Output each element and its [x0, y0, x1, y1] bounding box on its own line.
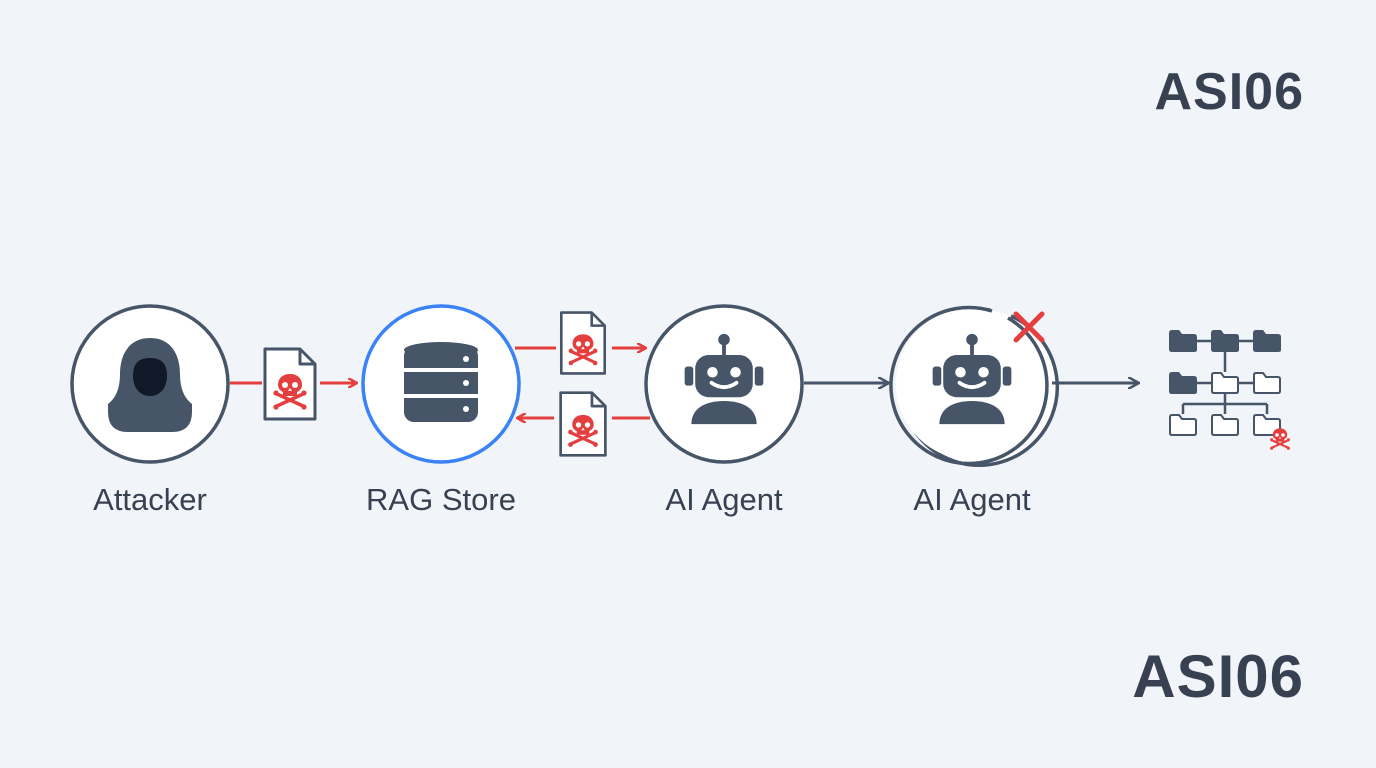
attacker-node: [70, 304, 230, 464]
badge-asi06-bottom: ASI06: [1132, 643, 1304, 710]
badge-asi06-top: ASI06: [1154, 63, 1304, 121]
poisoned-document-top-icon: [561, 313, 604, 374]
attacker-label: Attacker: [93, 482, 207, 517]
rag-store-node: [361, 304, 521, 464]
red-x-icon: [1013, 311, 1045, 343]
hooded-attacker-icon: [108, 338, 192, 432]
folder-tree-icon: [1169, 330, 1292, 450]
poisoned-document-bottom-icon: [561, 393, 606, 456]
rag-store-label: RAG Store: [366, 482, 516, 517]
ai-agent-node-1: [644, 304, 804, 464]
ai-agent-label-2: AI Agent: [913, 482, 1031, 517]
poisoned-document-icon: [265, 349, 315, 419]
ai-agent-label-1: AI Agent: [665, 482, 783, 517]
ai-agent-node-2: [889, 305, 1060, 468]
database-icon: [404, 342, 478, 422]
